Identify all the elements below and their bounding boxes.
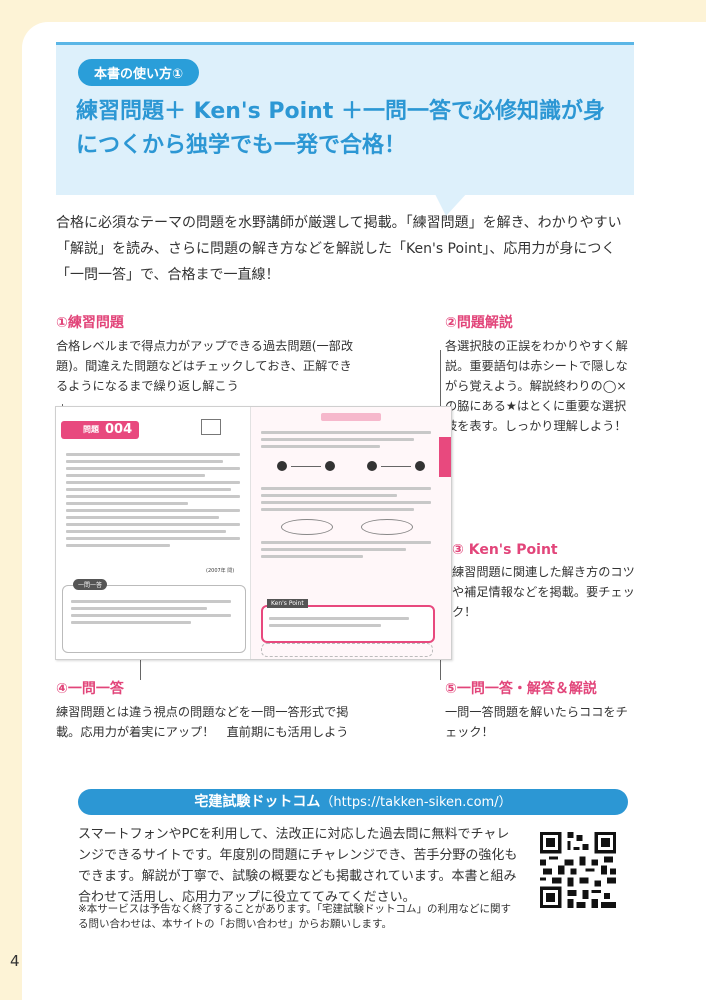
- arrow-line: [381, 466, 411, 467]
- explanation-head: [321, 413, 381, 421]
- site-banner: 宅建試験ドットコム（https://takken-siken.com/）: [78, 789, 628, 815]
- answer-box: [261, 643, 433, 657]
- qr-code-icon[interactable]: [540, 832, 616, 908]
- kens-point-box: Ken's Point: [261, 599, 435, 643]
- header-box: 本書の使い方① 練習問題＋ Ken's Point ＋一問一答で必修知識が身につ…: [56, 42, 634, 195]
- diagram-oval: [281, 519, 333, 535]
- callout-title: ⑤一問一答・解答＆解説: [445, 681, 597, 697]
- callout-title: ②問題解説: [445, 315, 513, 331]
- chapter-tab: [439, 437, 451, 477]
- banner-url[interactable]: （https://takken-siken.com/）: [320, 795, 512, 810]
- person-icon: [325, 461, 335, 471]
- callout-body: 練習問題とは違う視点の問題などを一問一答形式で掲載。応用力が着実にアップ！ 直前…: [56, 705, 349, 739]
- callout-one-question: ④一問一答 練習問題とは違う視点の問題などを一問一答形式で掲載。応用力が着実にア…: [56, 678, 356, 742]
- callout-title: ③ Ken's Point: [452, 542, 558, 558]
- leader-line: [140, 658, 141, 680]
- kens-point-tag: Ken's Point: [267, 599, 308, 608]
- sample-right-page: Ken's Point: [251, 407, 451, 659]
- banner-title: 宅建試験ドットコム: [194, 794, 321, 810]
- site-note: ※本サービスは予告なく終了することがあります。「宅建試験ドットコム」の利用などに…: [78, 903, 511, 930]
- person-icon: [367, 461, 377, 471]
- arrow-line: [291, 466, 321, 467]
- callout-title: ④一問一答: [56, 681, 124, 697]
- house-icon: [201, 419, 221, 435]
- diagram-oval: [361, 519, 413, 535]
- intro-text: 合格に必須なテーマの問題を水野講師が厳選して掲載。「練習問題」を解き、わかりやす…: [56, 215, 622, 283]
- callout-body: 合格レベルまで得点力がアップできる過去問題(一部改題)。間違えた問題などはチェッ…: [56, 339, 354, 393]
- leader-line: [440, 658, 441, 680]
- callout-practice-problem: ①練習問題 合格レベルまで得点力がアップできる過去問題(一部改題)。間違えた問題…: [56, 312, 356, 396]
- callout-title: ①練習問題: [56, 315, 124, 331]
- problem-text-lines: [66, 453, 240, 551]
- callout-body: 各選択肢の正誤をわかりやすく解説。重要語句は赤シートで隠しながら覚えよう。解説終…: [445, 339, 628, 433]
- person-icon: [415, 461, 425, 471]
- page-number: 4: [10, 952, 20, 970]
- sample-left-page: 問題 004 (2007年 問) 一問一答: [56, 407, 251, 659]
- callout-body: 一問一答問題を解いたらココをチェック！: [445, 705, 628, 739]
- year-label: (2007年 問): [206, 568, 235, 574]
- callout-kens-point: ③ Ken's Point 練習問題に関連した解き方のコツや補足情報などを掲載。…: [452, 542, 637, 622]
- site-description: スマートフォンやPCを利用して、法改正に対応した過去問に無料でチャレンジできるサ…: [78, 827, 518, 905]
- leader-line: [440, 350, 441, 430]
- person-icon: [277, 461, 287, 471]
- speech-tail: [434, 192, 468, 216]
- one-question-tag: 一問一答: [73, 579, 108, 590]
- explanation-lines: [261, 431, 431, 452]
- callout-answer: ⑤一問一答・解答＆解説 一問一答問題を解いたらココをチェック！: [445, 678, 635, 742]
- one-question-box: 一問一答: [62, 579, 246, 653]
- page-title: 練習問題＋ Ken's Point ＋一問一答で必修知識が身につくから独学でも一…: [76, 99, 606, 158]
- sample-page-spread: 問題 004 (2007年 問) 一問一答: [55, 406, 452, 660]
- problem-badge: 問題 004: [61, 421, 139, 439]
- callout-body: 練習問題に関連した解き方のコツや補足情報などを掲載。要チェック！: [452, 565, 635, 619]
- callout-explanation: ②問題解説 各選択肢の正誤をわかりやすく解説。重要語句は赤シートで隠しながら覚え…: [445, 312, 635, 436]
- usage-label: 本書の使い方①: [78, 59, 200, 86]
